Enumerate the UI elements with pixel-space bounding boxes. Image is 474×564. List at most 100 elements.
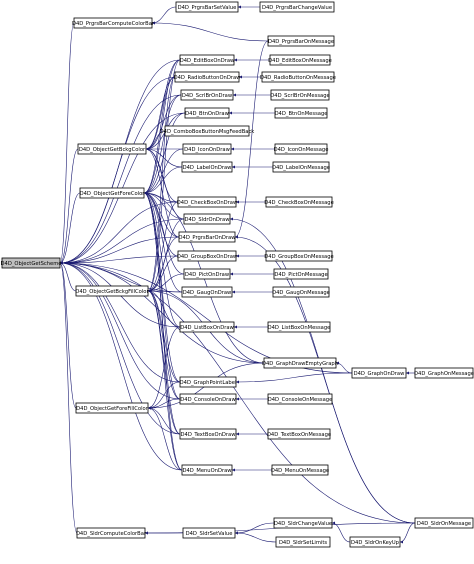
node-box: [180, 89, 234, 101]
edge-d4d-scrl-br-on-draw-to-d4d-object-get-scheme: [59, 94, 182, 265]
node-label: D4D_PrgrsBarComputeColorBar: [72, 21, 155, 27]
node-box: [164, 125, 250, 137]
edge-d4d-check-box-on-draw-to-d4d-object-get-bckg-fill-color: [147, 201, 179, 293]
edge-d4d-sldr-on-message-to-d4d-object-get-scheme: [59, 261, 416, 524]
node-label: D4D_PrgrsBarChangeValue: [262, 5, 332, 11]
node-d4d-list-box-on-message[interactable]: D4D_ListBoxOnMessage: [267, 321, 331, 333]
node-layer: D4D_ObjectGetScheme D4D_PrgrsBarComputeCo…: [1, 1, 474, 548]
node-d4d-text-box-on-message[interactable]: D4D_TextBoxOnMessage: [267, 428, 331, 440]
node-d4d-sldr-on-key-up[interactable]: D4D_SldrOnKeyUp: [349, 536, 401, 548]
node-d4d-gaug-on-draw[interactable]: D4D_GaugOnDraw: [181, 286, 233, 298]
node-d4d-graph-on-message[interactable]: D4D_GraphOnMessage: [414, 367, 474, 379]
node-box: [273, 268, 329, 280]
edge-d4d-graph-point-label-to-d4d-object-get-scheme: [59, 261, 181, 383]
node-box: [263, 357, 337, 369]
node-d4d-text-box-on-draw[interactable]: D4D_TextBoxOnDraw: [179, 428, 237, 440]
node-d4d-check-box-on-message[interactable]: D4D_CheckBoxOnMessage: [264, 196, 334, 208]
edge-d4d-radio-button-on-draw-to-d4d-object-get-bckg-color: [145, 76, 176, 151]
node-label: D4D_SldrComputeColorBar: [76, 531, 147, 537]
edge-d4d-console-on-draw-to-d4d-object-get-scheme: [59, 261, 181, 400]
edge-d4d-console-on-draw-to-d4d-object-get-fore-fill-color: [147, 398, 181, 410]
edge-d4d-radio-button-on-draw-to-d4d-object-get-scheme: [59, 76, 176, 265]
node-d4d-icon-on-message[interactable]: D4D_IconOnMessage: [274, 143, 329, 155]
node-label: D4D_ComboBoxButtonMsgFeedBack: [160, 129, 255, 135]
node-d4d-check-box-on-draw[interactable]: D4D_CheckBoxOnDraw: [177, 196, 238, 208]
node-d4d-scrl-br-on-message[interactable]: D4D_ScrlBrOnMessage: [270, 89, 330, 101]
node-d4d-object-get-fore-color[interactable]: D4D_ObjectGetForeColor: [79, 187, 146, 199]
node-d4d-prgrs-bar-on-draw[interactable]: D4D_PrgrsBarOnDraw: [178, 231, 237, 243]
node-label: D4D_MenuOnMessage: [271, 468, 329, 474]
node-label: D4D_ScrlBrOnMessage: [270, 93, 329, 99]
node-label: D4D_RadioButtonOnMessage: [260, 75, 336, 81]
edge-d4d-sldr-on-message-to-d4d-sldr-on-key-up: [399, 522, 416, 544]
node-d4d-sldr-set-limits[interactable]: D4D_SldrSetLimits: [275, 536, 331, 548]
node-box: [273, 517, 333, 529]
node-d4d-prgrs-bar-compute-color-bar[interactable]: D4D_PrgrsBarComputeColorBar: [72, 17, 155, 29]
edge-d4d-list-box-on-draw-to-d4d-object-get-fore-fill-color: [147, 326, 181, 410]
node-label: D4D_BtnOnMessage: [275, 111, 328, 117]
edge-d4d-label-on-draw-to-d4d-object-get-bckg-color: [145, 147, 183, 168]
node-d4d-group-box-on-message[interactable]: D4D_GroupBoxOnMessage: [264, 250, 334, 262]
node-d4d-prgrs-bar-on-message[interactable]: D4D_PrgrsBarOnMessage: [267, 35, 335, 47]
node-d4d-sldr-on-message[interactable]: D4D_SldrOnMessage: [414, 517, 474, 529]
edge-d4d-list-box-on-draw-to-d4d-object-get-fore-color: [143, 191, 181, 328]
node-label: D4D_SldrSetLimits: [279, 540, 327, 546]
node-box: [1, 257, 61, 269]
node-label: D4D_ObjectGetForeColor: [80, 191, 146, 197]
node-d4d-list-box-on-draw[interactable]: D4D_ListBoxOnDraw: [179, 321, 235, 333]
node-d4d-sldr-set-value[interactable]: D4D_SldrSetValue: [182, 527, 236, 539]
node-label: D4D_EditBoxOnMessage: [268, 58, 332, 64]
node-label: D4D_TextBoxOnMessage: [267, 432, 331, 438]
node-label: D4D_ListBoxOnDraw: [180, 325, 234, 331]
edge-d4d-edit-box-on-draw-to-d4d-object-get-bckg-fill-color: [147, 59, 181, 293]
node-d4d-edit-box-on-message[interactable]: D4D_EditBoxOnMessage: [268, 54, 332, 66]
node-d4d-prgrs-bar-change-value[interactable]: D4D_PrgrsBarChangeValue: [259, 1, 335, 13]
node-d4d-sldr-compute-color-bar[interactable]: D4D_SldrComputeColorBar: [76, 527, 147, 539]
node-label: D4D_RadioButtonOnDraw: [174, 75, 242, 81]
node-d4d-edit-box-on-draw[interactable]: D4D_EditBoxOnDraw: [179, 54, 235, 66]
node-d4d-btn-on-message[interactable]: D4D_BtnOnMessage: [275, 107, 328, 119]
node-d4d-sldr-change-value[interactable]: D4D_SldrChangeValue: [273, 517, 333, 529]
node-d4d-graph-draw-empty-graph[interactable]: D4D_GraphDrawEmptyGraph: [262, 357, 338, 369]
node-d4d-console-on-draw[interactable]: D4D_ConsoleOnDraw: [179, 393, 236, 405]
node-label: D4D_GraphOnDraw: [354, 371, 405, 377]
edge-d4d-group-box-on-draw-to-d4d-object-get-scheme: [59, 255, 179, 265]
edge-d4d-text-box-on-draw-to-d4d-object-get-fore-fill-color: [147, 406, 181, 435]
node-d4d-scrl-br-on-draw[interactable]: D4D_ScrlBrOnDraw: [180, 89, 234, 101]
node-d4d-pict-on-draw[interactable]: D4D_PictOnDraw: [183, 268, 231, 280]
node-d4d-object-get-bckg-color[interactable]: D4D_ObjectGetBckgColor: [77, 143, 147, 155]
node-d4d-prgrs-bar-set-value[interactable]: D4D_PrgrsBarSetValue: [175, 1, 239, 13]
node-d4d-combo-box-button-msg-feed-back[interactable]: D4D_ComboBoxButtonMsgFeedBack: [160, 125, 255, 137]
node-label: D4D_SldrOnMessage: [417, 521, 471, 527]
node-d4d-graph-on-draw[interactable]: D4D_GraphOnDraw: [351, 367, 407, 379]
node-d4d-console-on-message[interactable]: D4D_ConsoleOnMessage: [267, 393, 333, 405]
node-box: [181, 161, 233, 173]
node-d4d-icon-on-draw[interactable]: D4D_IconOnDraw: [182, 143, 232, 155]
edge-d4d-btn-on-draw-to-d4d-object-get-fore-color: [143, 112, 186, 195]
node-d4d-radio-button-on-draw[interactable]: D4D_RadioButtonOnDraw: [174, 71, 242, 83]
node-d4d-btn-on-draw[interactable]: D4D_BtnOnDraw: [184, 107, 230, 119]
node-box: [270, 89, 330, 101]
node-d4d-gaug-on-message[interactable]: D4D_GaugOnMessage: [272, 286, 330, 298]
node-d4d-object-get-scheme[interactable]: D4D_ObjectGetScheme: [1, 257, 62, 269]
node-d4d-graph-point-label[interactable]: D4D_GraphPointLabel: [179, 376, 237, 388]
node-box: [76, 527, 146, 539]
node-label: D4D_PictOnDraw: [185, 272, 230, 278]
node-label: D4D_SldrChangeValue: [274, 521, 332, 527]
node-box: [181, 464, 233, 476]
node-box: [178, 231, 236, 243]
node-d4d-group-box-on-draw[interactable]: D4D_GroupBoxOnDraw: [177, 250, 238, 262]
node-d4d-menu-on-draw[interactable]: D4D_MenuOnDraw: [181, 464, 233, 476]
node-d4d-radio-button-on-message[interactable]: D4D_RadioButtonOnMessage: [260, 71, 336, 83]
node-box: [267, 393, 333, 405]
node-d4d-label-on-message[interactable]: D4D_LabelOnMessage: [272, 161, 330, 173]
node-box: [414, 367, 474, 379]
node-d4d-object-get-fore-fill-color[interactable]: D4D_ObjectGetForeFillColor: [75, 402, 149, 414]
node-d4d-pict-on-message[interactable]: D4D_PictOnMessage: [273, 268, 329, 280]
node-d4d-menu-on-message[interactable]: D4D_MenuOnMessage: [271, 464, 329, 476]
node-d4d-object-get-bckg-fill-color[interactable]: D4D_ObjectGetBckgFillColor: [75, 285, 149, 297]
node-d4d-sldr-on-draw[interactable]: D4D_SldrOnDraw: [183, 213, 231, 225]
edge-d4d-prgrs-bar-on-message-to-d4d-prgrs-bar-compute-color-bar: [151, 21, 269, 42]
node-box: [351, 367, 407, 379]
node-d4d-label-on-draw[interactable]: D4D_LabelOnDraw: [181, 161, 233, 173]
